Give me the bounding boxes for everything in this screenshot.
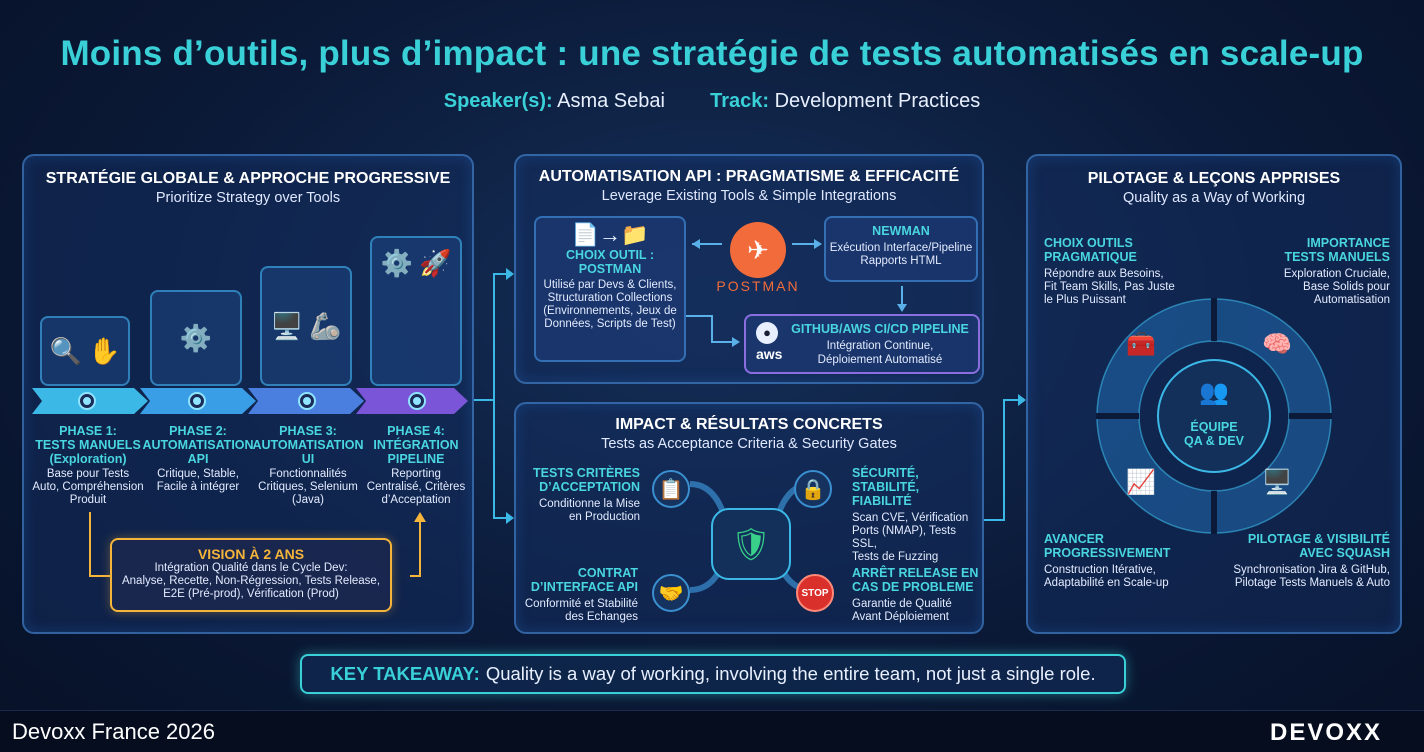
toolbox-icon: 🧰 (1126, 331, 1156, 358)
page-title: Moins d’outils, plus d’impact : une stra… (60, 34, 1364, 73)
speaker-track-line: Speaker(s): Asma Sebai Track: Developmen… (0, 90, 1424, 113)
api-title: AUTOMATISATION API : PRAGMATISME & EFFIC… (538, 168, 960, 185)
vision-box: VISION À 2 ANS Intégration Qualité dans … (110, 538, 392, 612)
cloud-gear-icon: ⚙️ (179, 322, 213, 353)
handshake-icon: 🤝 (652, 574, 690, 612)
strategy-panel: STRATÉGIE GLOBALE & APPROCHE PROGRESSIVE… (22, 154, 474, 634)
rocket-icon: 🚀 (419, 248, 452, 278)
footer-bar: Devoxx France 2026 DEVOXX (0, 710, 1424, 752)
track-label: Track: (710, 90, 770, 112)
aws-logo: aws (756, 346, 783, 362)
browser-robot-icon: 🖥️ (270, 310, 303, 341)
lesson-manual: IMPORTANCE TESTS MANUELS Exploration Cru… (1283, 236, 1390, 306)
phase3-icons: 🖥️🦾 (260, 266, 352, 386)
phase1-icons: 🔍✋ (40, 316, 130, 386)
impact-security: SÉCURITÉ, STABILITÉ, FIABILITÉ Scan CVE,… (852, 466, 969, 563)
devoxx-logo: DEVOXX (1270, 719, 1383, 746)
robot-arm-icon: 🦾 (309, 310, 342, 341)
shield-check-icon: 🛡 (711, 508, 791, 580)
key-takeaway-box: KEY TAKEAWAY: Quality is a way of workin… (300, 654, 1126, 694)
api-folder-icon: 📄→📁 (571, 222, 649, 247)
postman-label: POSTMAN (716, 278, 800, 294)
phase-2: PHASE 2: AUTOMATISATION API Critique, St… (142, 424, 254, 493)
checklist-icon: 📋 (652, 470, 690, 508)
impact-acceptance: TESTS CRITÈRES D’ACCEPTATION Conditionne… (533, 466, 640, 523)
team-label-1: ÉQUIPE (1190, 420, 1238, 434)
vision-connector (89, 512, 426, 577)
api-flow-arrows (686, 239, 907, 347)
vision-title: VISION À 2 ANS (197, 546, 305, 562)
brain-eye-icon: 🧠 (1262, 331, 1292, 358)
strategy-title: STRATÉGIE GLOBALE & APPROCHE PROGRESSIVE (45, 170, 451, 187)
growth-chart-icon: 📈 (1126, 469, 1156, 496)
github-icon: ● (756, 322, 778, 344)
team-label-2: QA & DEV (1184, 434, 1244, 448)
timeline-dot-3 (300, 394, 314, 408)
stop-sign-icon: STOP (796, 574, 834, 612)
event-name: Devoxx France 2026 (12, 719, 215, 744)
phase4-icons: ⚙️🚀 (370, 236, 462, 386)
phase2-icons: ⚙️ (150, 290, 242, 386)
strategy-subtitle: Prioritize Strategy over Tools (155, 190, 341, 206)
team-ring (1096, 298, 1332, 534)
impact-title: IMPACT & RÉSULTATS CONCRETS (615, 416, 883, 433)
gear-ci-icon: ⚙️ (380, 248, 413, 278)
magnifier-icon: 🔍 (49, 335, 82, 366)
lesson-squash: PILOTAGE & VISIBILITÉ AVEC SQUASH Synchr… (1233, 532, 1390, 589)
api-subtitle: Leverage Existing Tools & Simple Integra… (601, 188, 897, 204)
dashboard-icon: 🖥️ (1262, 469, 1292, 496)
timeline-dot-4 (410, 394, 424, 408)
pilotage-subtitle: Quality as a Way of Working (1122, 190, 1306, 206)
api-panel: AUTOMATISATION API : PRAGMATISME & EFFIC… (514, 154, 984, 384)
choix-postman-card: 📄→📁 CHOIX OUTIL : POSTMAN Utilisé par De… (534, 216, 686, 362)
impact-release-stop: ARRÊT RELEASE EN CAS DE PROBLEME Garanti… (852, 566, 979, 623)
impact-panel: IMPACT & RÉSULTATS CONCRETS Tests as Acc… (514, 402, 984, 634)
timeline-dot-1 (80, 394, 94, 408)
lesson-progressive: AVANCER PROGRESSIVEMENT Construction Ité… (1044, 532, 1171, 589)
pilotage-title: PILOTAGE & LEÇONS APPRISES (1087, 170, 1341, 187)
hand-icon: ✋ (88, 335, 121, 366)
impact-subtitle: Tests as Acceptance Criteria & Security … (601, 436, 897, 452)
track-name: Development Practices (774, 90, 981, 112)
takeaway-text: Quality is a way of working, involving t… (485, 663, 1096, 684)
pilotage-panel: PILOTAGE & LEÇONS APPRISES Quality as a … (1026, 154, 1402, 634)
speaker-label: Speaker(s): (443, 90, 553, 112)
newman-card: NEWMAN Exécution Interface/Pipeline Rapp… (824, 216, 978, 282)
phase-4: PHASE 4: INTÉGRATION PIPELINE Reporting … (366, 424, 466, 506)
cicd-card: ● aws GITHUB/AWS CI/CD PIPELINE Intégrat… (744, 314, 980, 374)
phase-1: PHASE 1: TESTS MANUELS (Exploration) Bas… (32, 424, 144, 506)
takeaway-label: KEY TAKEAWAY: (330, 663, 480, 684)
team-icon: 👥 (1199, 379, 1229, 406)
postman-logo-icon: ✈ (730, 222, 786, 278)
speaker-name: Asma Sebai (557, 90, 665, 112)
phase-3: PHASE 3: AUTOMATISATION UI Fonctionnalit… (252, 424, 364, 506)
impact-contract: CONTRAT D’INTERFACE API Conformité et St… (524, 566, 638, 623)
lesson-tools: CHOIX OUTILS PRAGMATIQUE Répondre aux Be… (1044, 236, 1175, 306)
lock-icon: 🔒 (794, 470, 832, 508)
timeline-dot-2 (190, 394, 204, 408)
